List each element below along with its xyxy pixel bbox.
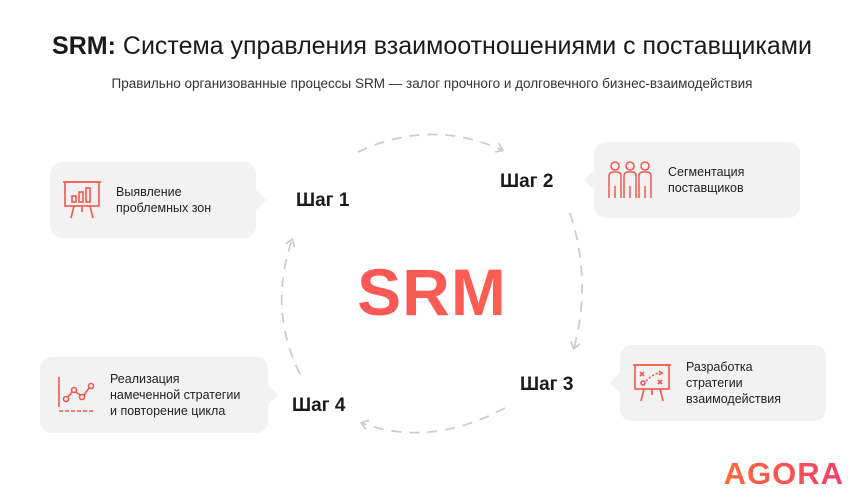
step1-card: Выявление проблемных зон <box>50 162 266 238</box>
step3-card-text: Разработка стратегии взаимодействия <box>686 360 782 406</box>
step4-card: Реализация намеченной стратегии и повтор… <box>40 357 278 433</box>
step2-label: Шаг 2 <box>500 171 554 192</box>
people-group-icon <box>608 161 652 198</box>
step1-label: Шаг 1 <box>296 190 350 211</box>
step1-card-text: Выявление проблемных зон <box>116 185 212 215</box>
srm-center-label: SRM <box>0 254 864 330</box>
step2-card-text: Сегментация поставщиков <box>668 165 745 195</box>
step4-label: Шаг 4 <box>292 395 346 416</box>
arrow-step3-to-step4 <box>362 407 506 434</box>
page-subtitle: Правильно организованные процессы SRM — … <box>111 76 753 91</box>
page-title: SRM: Система управления взаимоотношениям… <box>52 32 812 60</box>
arrow-step1-to-step2 <box>357 133 502 152</box>
strategy-board-icon <box>633 364 671 402</box>
step3-label: Шаг 3 <box>520 374 574 395</box>
agora-logo: AGORA <box>723 456 844 491</box>
presentation-bar-chart-icon <box>63 181 101 219</box>
line-chart-icon <box>58 377 95 412</box>
step4-card-text: Реализация намеченной стратегии и повтор… <box>110 372 241 418</box>
step3-card: Разработка стратегии взаимодействия <box>610 345 826 421</box>
step2-card: Сегментация поставщиков <box>584 142 800 218</box>
